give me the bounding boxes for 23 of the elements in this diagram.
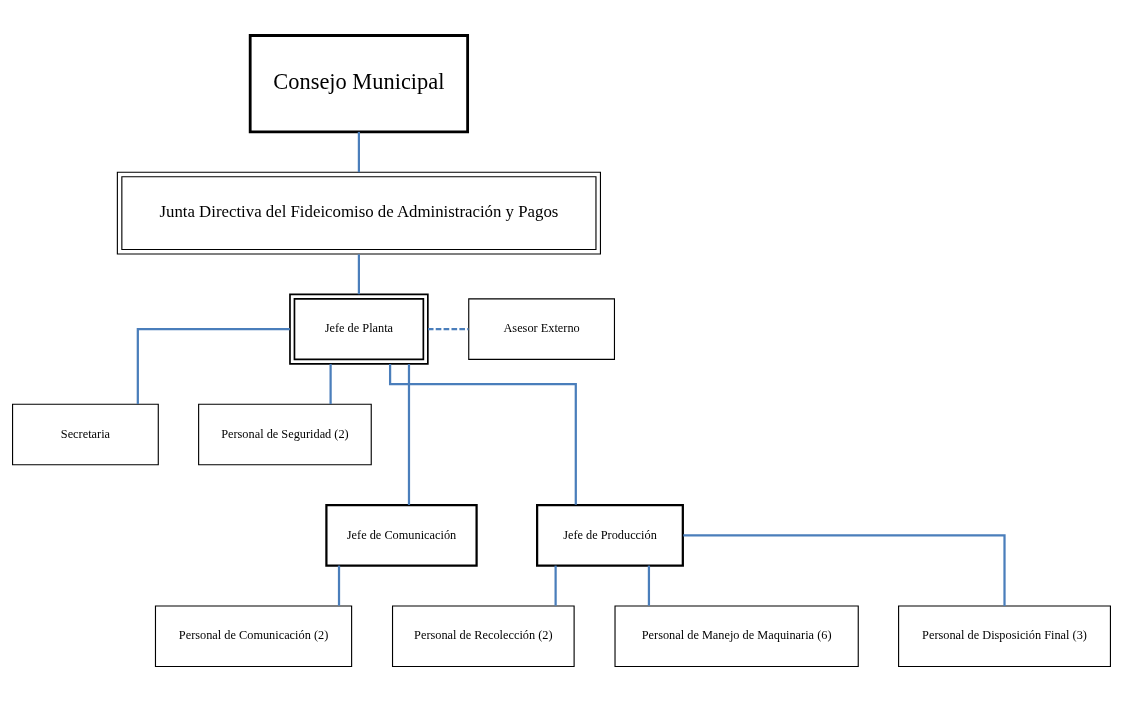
node-box: Jefe de Producción xyxy=(536,504,684,567)
node-box: Personal de Manejo de Maquinaria (6) xyxy=(614,605,859,668)
connector xyxy=(647,565,651,606)
node-box: Secretaria xyxy=(12,403,159,466)
connector xyxy=(337,565,341,606)
connector xyxy=(357,131,361,173)
node-box: Personal de Disposición Final (3) xyxy=(898,605,1111,668)
node-box: Asesor Externo xyxy=(468,298,615,360)
connector xyxy=(427,328,469,331)
node-box: Consejo Municipal xyxy=(248,34,470,134)
node-box: Junta Directiva del Fideicomiso de Administración y Pagos xyxy=(116,171,601,255)
node-box: Personal de Seguridad (2) xyxy=(198,403,372,466)
connector xyxy=(357,254,361,295)
connector xyxy=(136,328,290,405)
node-box: Jefe de Planta xyxy=(289,293,429,365)
node-box: Personal de Comunicación (2) xyxy=(154,605,353,668)
connector xyxy=(407,364,411,505)
connector xyxy=(329,363,332,404)
connector xyxy=(554,565,557,606)
connector xyxy=(683,534,1006,606)
node-box: Personal de Recolección (2) xyxy=(391,605,575,668)
connector xyxy=(389,363,577,505)
node-box: Jefe de Comunicación xyxy=(325,504,478,567)
